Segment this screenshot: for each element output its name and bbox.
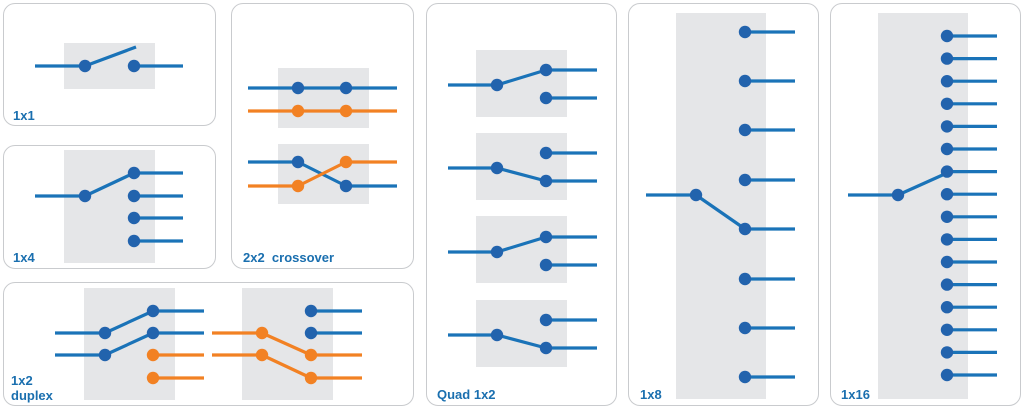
port-node bbox=[738, 272, 752, 286]
port-node bbox=[940, 75, 954, 88]
port-node bbox=[98, 348, 112, 362]
label-1x1: 1x1 bbox=[13, 108, 35, 123]
port-node bbox=[940, 323, 954, 336]
switch-housing bbox=[676, 13, 766, 399]
port-node bbox=[940, 97, 954, 111]
port-node bbox=[146, 371, 160, 385]
panel-2x2-crossover bbox=[231, 3, 414, 269]
port-node bbox=[255, 326, 269, 340]
port-node bbox=[339, 81, 353, 95]
port-node bbox=[940, 188, 954, 201]
port-node bbox=[304, 348, 318, 362]
port-node bbox=[940, 29, 954, 43]
label-1x2-duplex-line1: 1x2 bbox=[11, 373, 33, 388]
port-node bbox=[98, 326, 112, 340]
switch-housing bbox=[476, 216, 567, 283]
port-node bbox=[539, 63, 553, 77]
fiber-line bbox=[897, 171, 948, 197]
port-node bbox=[738, 74, 752, 88]
fiber-line bbox=[695, 193, 746, 231]
port-node bbox=[940, 142, 954, 156]
fiber-line bbox=[84, 171, 135, 198]
port-node bbox=[539, 91, 553, 105]
switch-housing bbox=[278, 68, 369, 128]
port-node bbox=[539, 230, 553, 244]
switch-housing bbox=[64, 150, 155, 263]
switch-housing bbox=[878, 13, 968, 399]
port-node bbox=[78, 59, 92, 73]
port-node bbox=[490, 78, 504, 92]
port-node bbox=[490, 161, 504, 175]
port-node bbox=[940, 165, 954, 178]
fiber-line bbox=[261, 353, 312, 380]
fiber-line bbox=[104, 309, 154, 335]
port-node bbox=[304, 326, 318, 340]
port-node bbox=[127, 189, 141, 203]
port-node bbox=[339, 179, 353, 193]
port-node bbox=[127, 234, 141, 248]
port-node bbox=[539, 341, 553, 355]
port-node bbox=[127, 59, 141, 73]
fiber-line bbox=[496, 68, 547, 87]
port-node bbox=[738, 173, 752, 187]
panel-1x2-duplex bbox=[3, 282, 414, 406]
port-node bbox=[940, 368, 954, 382]
port-node bbox=[490, 328, 504, 342]
port-node bbox=[940, 278, 954, 291]
port-node bbox=[940, 233, 954, 246]
label-1x4: 1x4 bbox=[13, 250, 35, 265]
port-node bbox=[304, 371, 318, 385]
fiber-line bbox=[261, 331, 312, 357]
port-node bbox=[940, 52, 954, 65]
port-node bbox=[127, 166, 141, 180]
port-node bbox=[891, 188, 905, 202]
port-node bbox=[689, 188, 703, 202]
port-node bbox=[738, 321, 752, 335]
label-1x8: 1x8 bbox=[640, 387, 662, 402]
port-node bbox=[339, 104, 353, 118]
port-node bbox=[539, 313, 553, 327]
port-node bbox=[304, 304, 318, 318]
port-node bbox=[146, 304, 160, 318]
label-1x2-duplex-line2: duplex bbox=[11, 388, 53, 403]
fiber-line bbox=[84, 45, 137, 68]
port-node bbox=[539, 258, 553, 272]
port-node bbox=[940, 120, 954, 133]
fiber-line bbox=[297, 160, 347, 188]
port-node bbox=[738, 25, 752, 39]
port-node bbox=[490, 245, 504, 259]
port-node bbox=[940, 301, 954, 314]
port-node bbox=[738, 370, 752, 384]
port-node bbox=[291, 155, 305, 169]
port-node bbox=[127, 211, 141, 225]
port-node bbox=[940, 255, 954, 269]
port-node bbox=[539, 146, 553, 160]
port-node bbox=[539, 174, 553, 188]
label-1x16: 1x16 bbox=[841, 387, 870, 402]
port-node bbox=[78, 189, 92, 203]
port-node bbox=[291, 179, 305, 193]
port-node bbox=[738, 123, 752, 137]
port-node bbox=[940, 346, 954, 359]
label-quad-1x2: Quad 1x2 bbox=[437, 387, 496, 402]
port-node bbox=[146, 326, 160, 340]
port-node bbox=[339, 155, 353, 169]
fiber-line bbox=[496, 333, 547, 350]
fiber-line bbox=[496, 235, 547, 254]
port-node bbox=[940, 210, 954, 223]
fiber-line bbox=[104, 331, 154, 357]
label-2x2-crossover: 2x2 crossover bbox=[243, 250, 335, 265]
port-node bbox=[255, 348, 269, 362]
port-node bbox=[291, 104, 305, 118]
port-node bbox=[738, 222, 752, 236]
fiber-line bbox=[496, 166, 547, 183]
port-node bbox=[291, 81, 305, 95]
port-node bbox=[146, 348, 160, 362]
